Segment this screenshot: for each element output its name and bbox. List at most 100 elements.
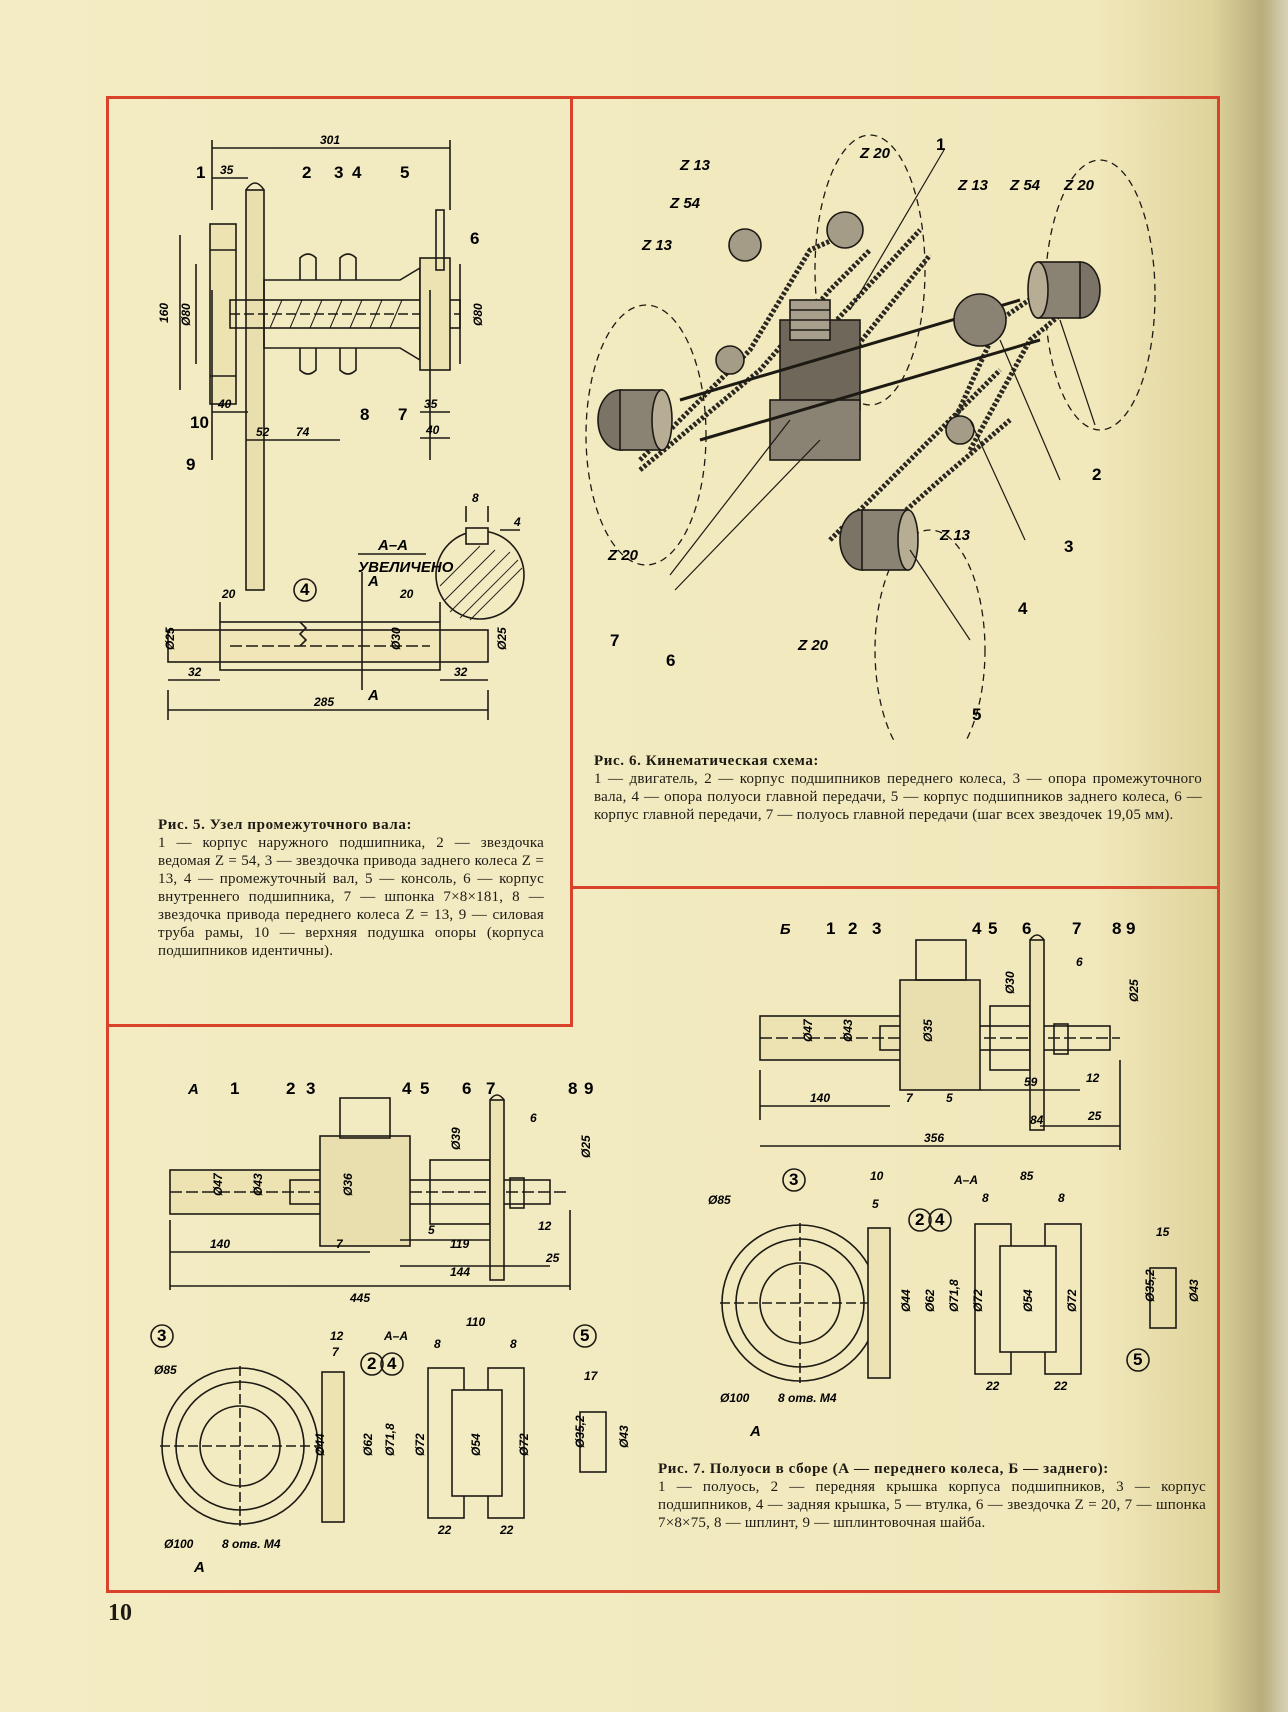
fig7l-dim-110: 110 [466,1316,485,1329]
fig6-label-z54-b: Z 54 [1009,177,1041,194]
fig6-label-z13-a: Z 13 [679,157,711,174]
fig7-view-b: Б 1 2 3 4 5 6 7 8 9 Ø47 Ø43 Ø35 Ø30 Ø25 … [740,920,1210,1170]
fig5-dim-35-top: 35 [220,163,234,177]
fig7b-callout-4: 4 [972,920,982,938]
fig7r-dim-d71-8: Ø71,8 [947,1279,961,1312]
fig6-caption: Рис. 6. Кинематическая схема: 1 — двигат… [594,752,1202,824]
fig5-callout-10: 10 [190,413,209,432]
frame-right [1217,96,1220,1593]
fig5-shaft-dim-d30: Ø30 [389,627,403,650]
fig7a-callout-8: 8 [568,1080,577,1098]
fig6-callout-3: 3 [1064,537,1073,556]
fig7b-callout-1: 1 [826,920,835,938]
fig5-callout-4: 4 [352,163,362,182]
fig6-caption-title: Рис. 6. Кинематическая схема: [594,753,820,769]
fig6-callout-6: 6 [666,651,675,670]
fig5-dim-52: 52 [256,425,270,439]
fig5-dim-d80-left: Ø80 [179,303,193,326]
fig7r-dim-section: А–А [953,1173,978,1187]
fig7b-callout-3: 3 [872,920,881,938]
fig7-caption: Рис. 7. Полуоси в сборе (А — переднего к… [658,1460,1206,1532]
fig7r-dim-holes: 8 отв. М4 [778,1391,837,1405]
fig7a-callout-3: 3 [306,1080,315,1098]
frame-divider-horizontal-right [570,886,1220,889]
fig6-callout-5: 5 [972,705,981,724]
fig7a-dim-5: 5 [428,1223,435,1237]
fig7r-dim-d62: Ø62 [923,1289,937,1312]
fig7l-dim-section: А–А [383,1329,408,1343]
fig6-caption-text: 1 — двигатель, 2 — корпус подшипников пе… [594,771,1202,823]
fig7a-dim-445: 445 [349,1291,370,1305]
fig5-dim-74: 74 [296,425,310,439]
frame-left [106,96,109,1593]
fig7a-dim-140: 140 [210,1237,230,1251]
fig7b-dim-5: 5 [946,1091,953,1105]
fig5-callout-1: 1 [196,163,205,182]
fig5-shaft-dim-32-left: 32 [188,665,202,679]
fig7b-dim-84: 84 [1030,1113,1044,1127]
fig7r-marker-2: 2 [915,1210,924,1229]
fig7l-dim-22-right: 22 [499,1523,514,1537]
fig5-caption-title: Рис. 5. Узел промежуточного вала: [158,817,413,833]
fig7l-dim-12: 12 [330,1329,344,1343]
frame-bottom [106,1590,1220,1593]
fig7l-dim-d72-right: Ø72 [517,1433,531,1456]
fig7b-dim-140: 140 [810,1091,830,1105]
fig5-shaft-marker: 4 [300,580,310,599]
fig7r-dim-22-right: 22 [1053,1379,1068,1393]
fig7a-dim-7: 7 [336,1237,344,1251]
fig7b-callout-7: 7 [1072,920,1081,938]
fig7b-dim-d25: Ø25 [1127,979,1141,1002]
fig7-detail-left: 3 2 4 5 Ø85 Ø100 8 отв. М4 12 7 Ø44 Ø62 … [140,1316,630,1586]
fig7r-dim-d85: Ø85 [708,1193,731,1207]
fig7r-dim-10: 10 [870,1169,884,1183]
fig5-callout-2: 2 [302,163,311,182]
frame-divider-horizontal-left [106,1024,573,1027]
fig7l-dim-22-left: 22 [437,1523,452,1537]
fig7l-dim-d100: Ø100 [164,1537,194,1551]
fig7b-dim-d47: Ø47 [801,1018,815,1042]
fig7r-section-mark: А [749,1423,761,1440]
fig7b-callout-5: 5 [988,920,997,938]
fig7r-dim-d72-right: Ø72 [1065,1289,1079,1312]
fig7a-callout-1: 1 [230,1080,239,1098]
fig7r-dim-d100: Ø100 [720,1391,750,1405]
fig6-callout-2: 2 [1092,465,1101,484]
fig7l-dim-d44: Ø44 [313,1433,327,1456]
fig7a-dim-144: 144 [450,1265,470,1279]
fig7r-dim-d44: Ø44 [899,1289,913,1312]
fig7a-dim-d43: Ø43 [251,1173,265,1196]
fig7r-marker-5: 5 [1133,1350,1142,1369]
fig7l-dim-17: 17 [584,1369,599,1383]
fig7a-dim-25: 25 [545,1251,560,1265]
fig5-shaft-dim-32-right: 32 [454,665,468,679]
fig7a-callout-7: 7 [486,1080,495,1098]
fig5-dim-40-right: 40 [425,423,440,437]
fig7-view-a: А 1 2 3 4 5 6 7 8 9 Ø47 Ø43 Ø36 Ø39 Ø25 … [150,1080,650,1310]
fig5-dim-301: 301 [320,133,340,147]
fig7b-dim-25: 25 [1087,1109,1102,1123]
fig7a-callout-4: 4 [402,1080,412,1098]
fig5-callout-9: 9 [186,455,195,474]
fig7l-dim-d35-2: Ø35,2 [573,1415,587,1448]
fig7a-dim-d36: Ø36 [341,1173,355,1196]
fig7b-dim-12: 12 [1086,1071,1100,1085]
fig7l-dim-d62: Ø62 [361,1433,375,1456]
fig7l-marker-2: 2 [367,1354,376,1373]
fig7r-dim-8-right: 8 [1058,1191,1065,1205]
fig7b-dim-59: 59 [1024,1075,1038,1089]
fig7l-dim-8-right: 8 [510,1337,517,1351]
fig5-callout-3: 3 [334,163,343,182]
fig6-label-z20-d: Z 20 [797,637,829,654]
fig7a-dim-d39: Ø39 [449,1127,463,1150]
fig6-label-z20-c: Z 20 [607,547,639,564]
fig7-detail-right: 3 2 4 5 Ø85 Ø100 8 отв. М4 10 5 Ø44 Ø62 … [700,1168,1210,1458]
fig7a-dim-d25: Ø25 [579,1135,593,1158]
fig7r-dim-15: 15 [1156,1225,1170,1239]
fig5-callout-6: 6 [470,229,479,248]
fig5-section-mark-bottom: А [367,687,379,704]
frame-top [106,96,1220,99]
fig6-label-z13-b: Z 13 [641,237,673,254]
fig7-caption-title: Рис. 7. Полуоси в сборе (А — переднего к… [658,1461,1109,1477]
fig7a-callout-5: 5 [420,1080,429,1098]
